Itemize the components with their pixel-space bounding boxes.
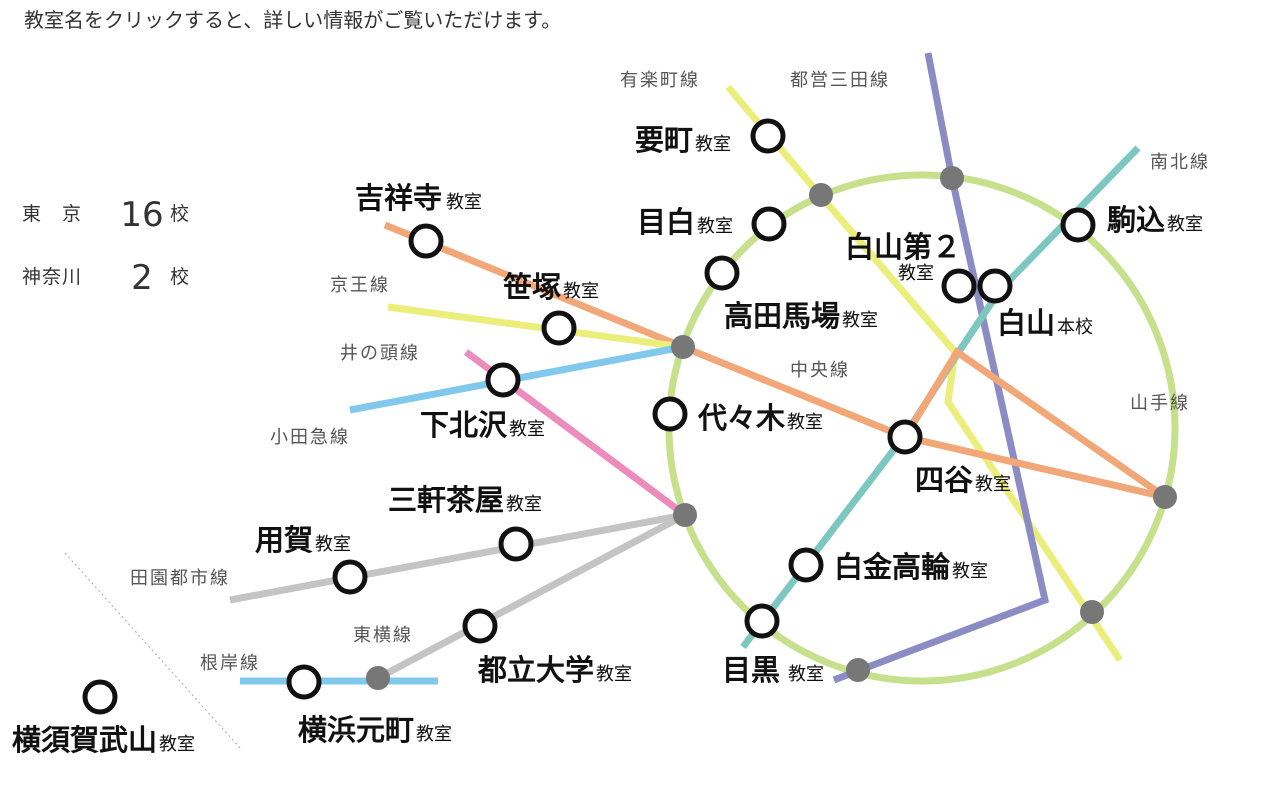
line-chuo-branch	[902, 347, 1168, 500]
junctions	[366, 166, 1177, 690]
junction-mita	[846, 658, 870, 682]
junction-shibuya	[673, 503, 697, 527]
line-mita	[832, 52, 1050, 684]
pref-label: 神奈川	[22, 266, 83, 288]
classroom-hakusan2-suffix[interactable]: 教室	[898, 263, 934, 284]
junction-shinjuku	[671, 335, 695, 359]
classroom-yoga-link[interactable]: 用賀教室	[255, 523, 351, 557]
label-inokashira: 井の頭線	[340, 343, 420, 364]
label-negishi: 根岸線	[200, 653, 260, 674]
label-keio: 京王線	[330, 275, 390, 296]
count-unit: 校	[170, 266, 190, 288]
label-denentoshi: 田園都市線	[130, 568, 230, 589]
classroom-shirokanetakanawa-link[interactable]: 白金高輪教室	[834, 550, 988, 584]
pref-label: 東 京	[22, 203, 83, 225]
station-yoyogi[interactable]	[652, 396, 688, 432]
label-chuo: 中央線	[790, 360, 850, 381]
classroom-mejiro-link[interactable]: 目白教室	[637, 205, 733, 239]
label-yurakucho: 有楽町線	[620, 70, 700, 91]
classroom-yotsuya-link[interactable]: 四谷教室	[915, 463, 1011, 497]
classroom-takadanobaba-link[interactable]: 高田馬場教室	[724, 299, 878, 333]
classroom-sasazuka-link[interactable]: 笹塚教室	[503, 270, 599, 304]
classroom-kaname-link[interactable]: 要町教室	[635, 123, 731, 157]
classroom-kichijoji-link[interactable]: 吉祥寺教室	[355, 181, 482, 215]
station-yokosukatakeyama[interactable]	[82, 679, 118, 715]
line-denentoshi	[229, 511, 686, 604]
label-mita: 都営三田線	[790, 70, 890, 91]
station-mejiro[interactable]	[751, 206, 787, 242]
count-number: 2	[131, 258, 153, 298]
station-kaname[interactable]	[750, 118, 786, 154]
station-hakusan2[interactable]	[941, 268, 977, 304]
label-nanboku: 南北線	[1150, 152, 1210, 173]
line-chuo	[383, 221, 1166, 501]
classroom-yokosukatakeyama-link[interactable]: 横須賀武山教室	[12, 723, 195, 757]
tokyo-count: 東 京 16 校	[22, 195, 189, 235]
station-shirokanetakanawa[interactable]	[788, 547, 824, 583]
classroom-shimokitazawa-link[interactable]: 下北沢教室	[420, 408, 545, 442]
station-yokohamamotomachi[interactable]	[286, 664, 322, 700]
station-meguro[interactable]	[744, 603, 780, 639]
station-kichijoji[interactable]	[408, 223, 444, 259]
classroom-yokohamamotomachi-link[interactable]: 横浜元町教室	[298, 713, 452, 747]
station-yotsuya[interactable]	[887, 419, 923, 455]
station-sangenjaya[interactable]	[498, 526, 534, 562]
junction-yurakucho	[1080, 600, 1104, 624]
classroom-yoyogi-link[interactable]: 代々木教室	[697, 401, 823, 435]
station-sasazuka[interactable]	[541, 310, 577, 346]
classroom-toritsudaigaku-link[interactable]: 都立大学教室	[477, 653, 632, 687]
station-shimokitazawa[interactable]	[485, 362, 521, 398]
line-toyoko	[376, 511, 687, 682]
line-keio	[387, 303, 684, 351]
classroom-komagome-link[interactable]: 駒込教室	[1107, 203, 1203, 237]
classroom-sangenjaya-link[interactable]: 三軒茶屋教室	[388, 483, 542, 517]
label-odakyu: 小田急線	[270, 427, 350, 448]
count-unit: 校	[170, 203, 190, 225]
area-divider	[64, 552, 241, 749]
station-toritsudaigaku[interactable]	[462, 608, 498, 644]
station-hakusan[interactable]	[977, 268, 1013, 304]
intro-text: 教室名をクリックすると、詳しい情報がご覧いただけます。	[24, 8, 562, 32]
junction-yokohama	[366, 666, 390, 690]
station-komagome[interactable]	[1060, 207, 1096, 243]
label-toyoko: 東横線	[353, 625, 413, 646]
count-number: 16	[120, 195, 164, 235]
junction-sugamo	[940, 166, 964, 190]
classroom-hakusan-link[interactable]: 白山本校	[997, 306, 1093, 340]
station-takadanobaba[interactable]	[704, 255, 740, 291]
classroom-hakusan2-link[interactable]: 白山第２	[845, 230, 961, 264]
station-yoga[interactable]	[332, 559, 368, 595]
label-yamanote: 山手線	[1130, 393, 1190, 414]
junction-tokyo	[1153, 485, 1177, 509]
classroom-meguro-link[interactable]: 目黒教室	[722, 653, 824, 687]
junction-ikebukuro	[809, 183, 833, 207]
